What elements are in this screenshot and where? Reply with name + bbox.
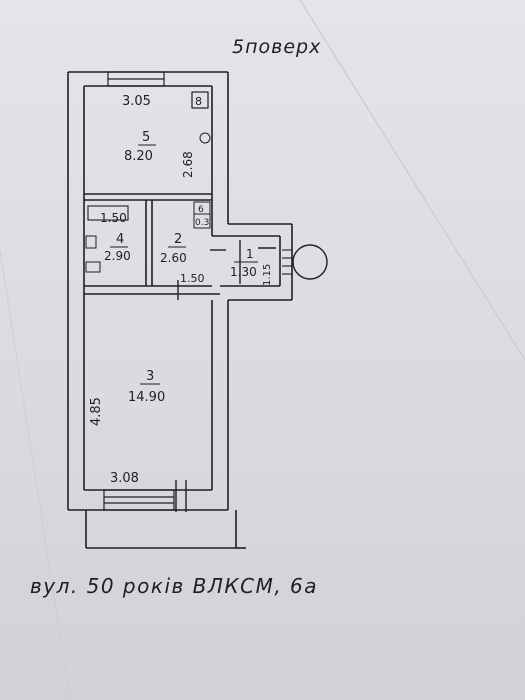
room-labels: 5 8.20 4 2.90 2 2.60 1 1.30 3 14.90 6 0.… (104, 130, 258, 405)
room-4-number: 4 (116, 232, 124, 247)
room-5-area: 8.20 (124, 149, 153, 164)
room-2-number: 2 (174, 232, 182, 247)
room-4-area: 2.90 (104, 249, 131, 263)
dim-room3-height: 4.85 (89, 397, 104, 426)
vent-box (191, 91, 209, 109)
basin-symbol (85, 235, 97, 249)
walls (67, 71, 293, 549)
entrance-circle (292, 244, 328, 280)
dimension-labels: 3.05 2.68 1.50 1.50 1.15 4.85 3.08 (89, 94, 273, 486)
entrance-hatch (282, 249, 292, 275)
room-3-area: 14.90 (128, 390, 165, 405)
dim-room5-height: 2.68 (181, 151, 195, 178)
address-label: вул. 50 років ВЛКСМ, 6а (30, 574, 319, 598)
floor-label: 5поверх (232, 36, 322, 58)
dim-room4-width: 1.50 (100, 211, 127, 225)
sink-symbol (199, 132, 211, 144)
room-6-number: 6 (198, 205, 204, 215)
dim-room3-width: 3.08 (110, 471, 139, 486)
dim-room2-width: 1.50 (180, 272, 205, 285)
dim-room1-height: 1.15 (262, 264, 273, 286)
room-2-area: 2.60 (160, 251, 187, 265)
room-3-number: 3 (146, 369, 154, 384)
windows (103, 71, 175, 511)
room-1-number: 1 (246, 247, 254, 261)
toilet-symbol (85, 261, 101, 273)
storage-cell (193, 201, 211, 229)
room-5-number: 5 (142, 130, 150, 145)
vent-glyph: 8 (195, 95, 202, 108)
dim-room5-width: 3.05 (122, 94, 151, 109)
bathtub-symbol (87, 205, 129, 221)
room-6-area: 0.3 (195, 218, 209, 228)
room-1-area: 1.30 (230, 265, 257, 279)
